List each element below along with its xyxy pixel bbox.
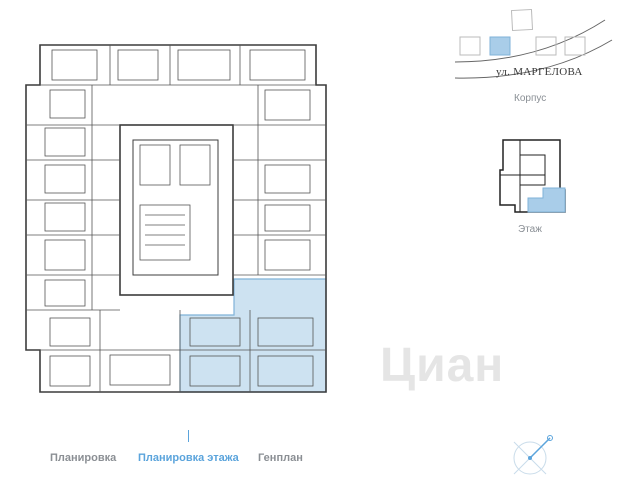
etazh-label: Этаж bbox=[518, 224, 542, 235]
interior-walls bbox=[26, 45, 326, 392]
compass-icon bbox=[513, 435, 553, 475]
building-walls bbox=[25, 44, 327, 393]
tab-site-plan[interactable]: Генплан bbox=[258, 452, 303, 464]
floor-minimap-selected[interactable] bbox=[527, 187, 566, 213]
floor-minimap-outline bbox=[499, 139, 566, 213]
korpus-label: Корпус bbox=[514, 93, 547, 104]
view-tabs: Планировка Планировка этажа Генплан bbox=[0, 452, 640, 472]
watermark: Циан bbox=[380, 339, 505, 392]
building-option-selected[interactable] bbox=[489, 36, 511, 56]
street-line bbox=[454, 19, 606, 63]
street-name: ул. МАРГЕЛОВА bbox=[496, 66, 583, 78]
building-option[interactable] bbox=[535, 36, 557, 56]
building-option[interactable] bbox=[510, 8, 534, 32]
active-tab-marker bbox=[188, 430, 189, 442]
street-line-outer bbox=[454, 39, 613, 79]
building-option[interactable] bbox=[564, 36, 586, 56]
building-option[interactable] bbox=[459, 36, 481, 56]
tab-floor-layout[interactable]: Планировка этажа bbox=[138, 452, 239, 464]
tab-layout[interactable]: Планировка bbox=[50, 452, 117, 464]
